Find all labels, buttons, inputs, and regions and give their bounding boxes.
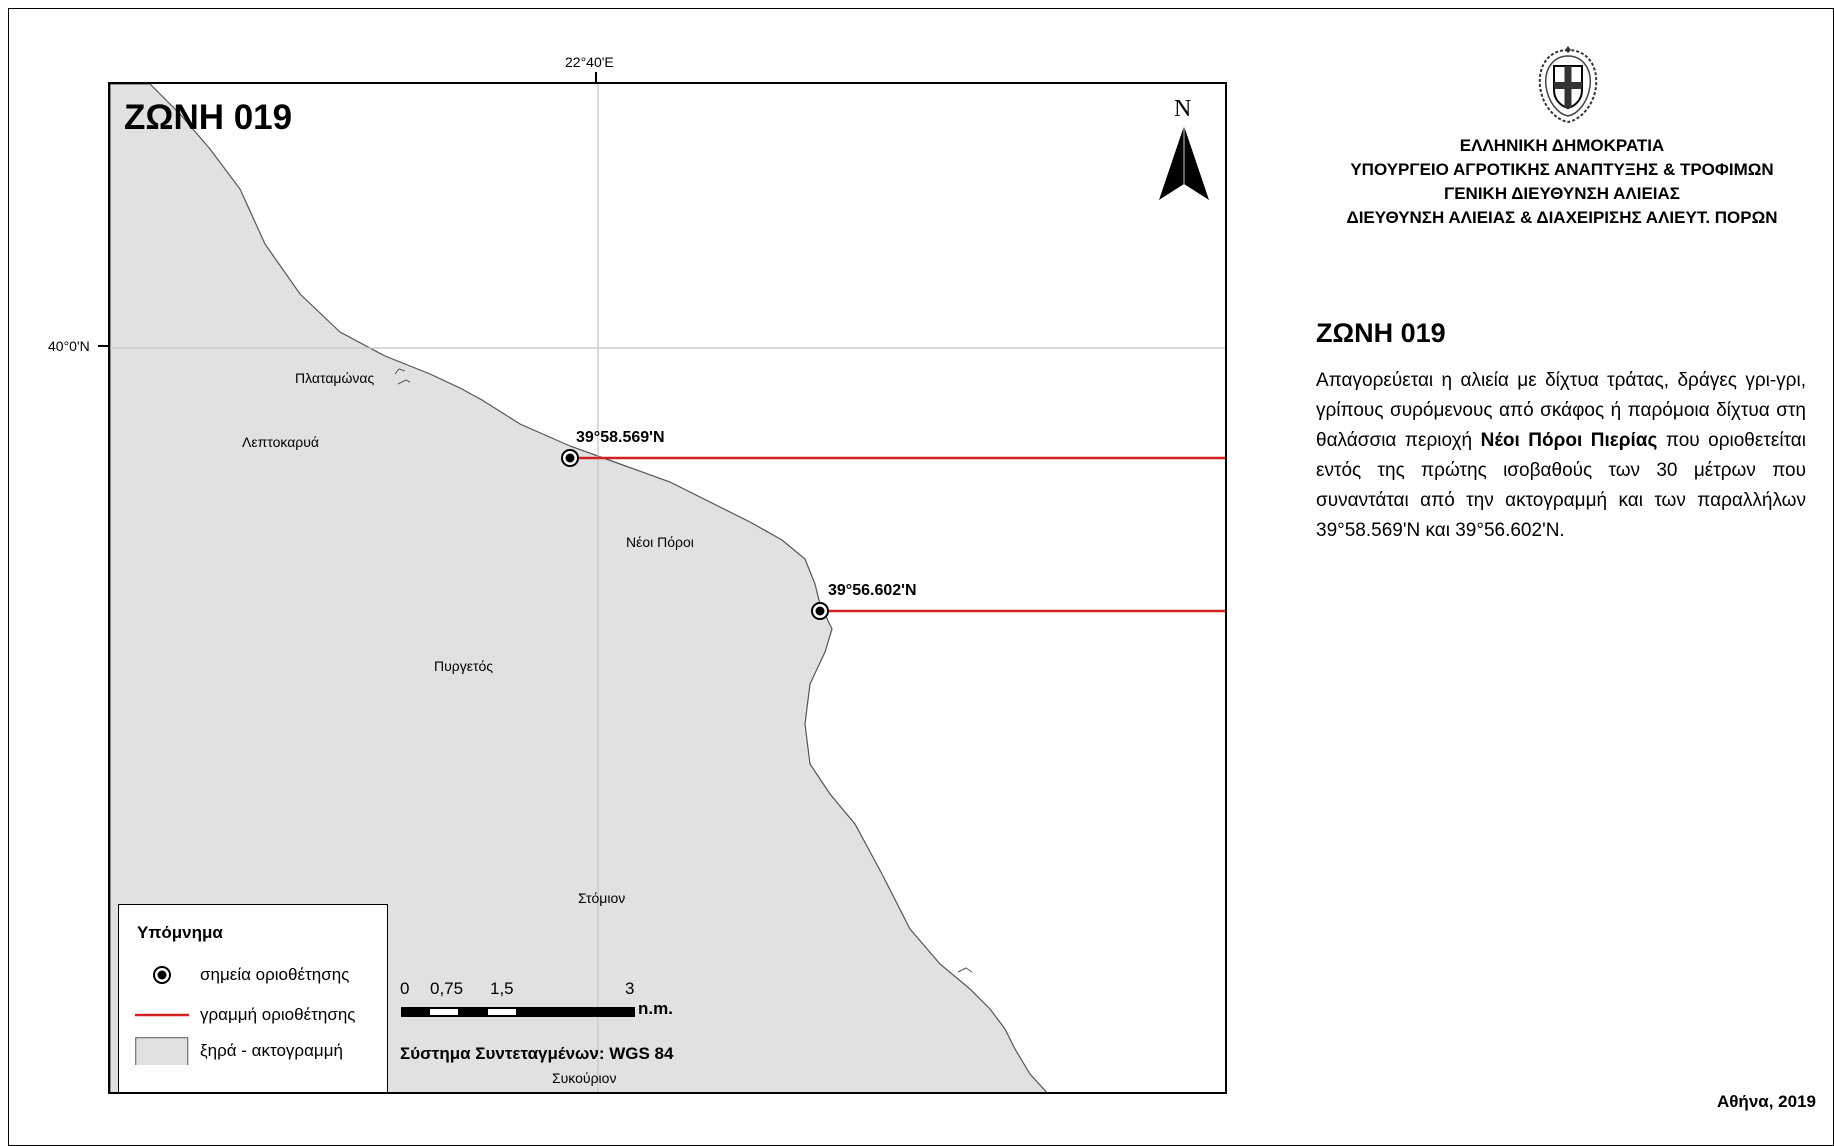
scale-label-2: 1,5 <box>490 979 514 998</box>
legend-label-line: γραμμή οριοθέτησης <box>200 1005 356 1024</box>
desc-part-1: Απαγορεύεται η αλιεία με δίχτυα τράτας, … <box>1316 370 1806 451</box>
place-neoi-poroi: Νέοι Πόροι <box>626 534 694 550</box>
harbour-detail <box>394 368 411 385</box>
coordinate-system: Σύστημα Συντεταγμένων: WGS 84 <box>400 1044 674 1063</box>
info-panel: ΕΛΛΗΝΙΚΗ ΔΗΜΟΚΡΑΤΙΑ ΥΠΟΥΡΓΕΙΟ ΑΓΡΟΤΙΚΗΣ … <box>1290 0 1834 1146</box>
header-line-1: ΕΛΛΗΝΙΚΗ ΔΗΜΟΚΡΑΤΙΑ <box>1459 136 1665 155</box>
land-area <box>110 84 1048 1092</box>
place-pyrgetos: Πυργετός <box>434 658 494 674</box>
latitude-label: 40°0'N <box>48 338 90 354</box>
legend-label-points: σημεία οριοθέτησης <box>200 965 350 984</box>
legend-item-line: γραμμή οριοθέτησης <box>135 1001 385 1029</box>
longitude-label: 22°40'E <box>565 54 614 70</box>
legend-label-land: ξηρά - ακτογραμμή <box>200 1041 343 1060</box>
desc-area-name: Νέοι Πόροι Πιερίας <box>1480 430 1658 451</box>
scale-bar: 0 0,75 1,5 3 n.m. <box>400 979 700 1039</box>
boundary-point-icon <box>153 966 171 984</box>
place-stomion: Στόμιον <box>578 890 626 906</box>
map-frame[interactable]: ΖΩΝΗ 019 N Πλαταμώνας Λεπτοκαρυά Νέοι Πό… <box>108 82 1227 1094</box>
zone-description: Απαγορεύεται η αλιεία με δίχτυα τράτας, … <box>1316 366 1806 546</box>
desc-part-2: που οριοθετείται εντός της πρώτης ισοβαθ… <box>1316 430 1806 541</box>
boundary-line-icon <box>135 1013 189 1017</box>
legend: Υπόμνημα σημεία οριοθέτησης γραμμή οριοθ… <box>118 904 388 1092</box>
header-line-4: ΔΙΕΥΘΥΝΣΗ ΑΛΙΕΙΑΣ & ΔΙΑΧΕΙΡΙΣΗΣ ΑΛΙΕΥΤ. … <box>1346 208 1778 227</box>
place-leptokarya: Λεπτοκαρυά <box>242 434 320 450</box>
legend-item-points: σημεία οριοθέτησης <box>135 961 385 989</box>
header-line-3: ΓΕΝΙΚΗ ΔΙΕΥΘΥΝΣΗ ΑΛΙΕΙΑΣ <box>1444 184 1680 203</box>
boundary-point-2[interactable] <box>811 602 829 620</box>
harbour-detail-2 <box>957 967 973 973</box>
scale-label-0: 0 <box>400 979 410 998</box>
footer-place-date: Αθήνα, 2019 <box>1716 1092 1816 1111</box>
map-zone-title: ΖΩΝΗ 019 <box>124 98 293 137</box>
institution-header: ΕΛΛΗΝΙΚΗ ΔΗΜΟΚΡΑΤΙΑ ΥΠΟΥΡΓΕΙΟ ΑΓΡΟΤΙΚΗΣ … <box>1290 134 1834 230</box>
header-line-2: ΥΠΟΥΡΓΕΙΟ ΑΓΡΟΤΙΚΗΣ ΑΝΑΠΤΥΞΗΣ & ΤΡΟΦΙΜΩΝ <box>1350 160 1774 179</box>
place-sykourion: Συκούριον <box>552 1070 617 1086</box>
land-swatch-icon <box>135 1037 189 1065</box>
north-arrow-icon <box>1159 126 1209 200</box>
north-label: N <box>1174 96 1192 122</box>
boundary-point-2-label: 39°56.602'N <box>828 582 917 599</box>
scale-unit: n.m. <box>638 999 673 1018</box>
legend-title: Υπόμνημα <box>137 923 223 942</box>
map-canvas[interactable] <box>110 84 1227 1094</box>
place-platamonas: Πλαταμώνας <box>295 370 375 386</box>
panel-zone-title: ΖΩΝΗ 019 <box>1316 318 1446 348</box>
scale-label-1: 0,75 <box>430 979 464 998</box>
boundary-point-1-label: 39°58.569'N <box>576 429 665 446</box>
legend-item-land: ξηρά - ακτογραμμή <box>135 1037 385 1065</box>
hellenic-republic-emblem-icon <box>1538 46 1598 124</box>
boundary-point-1[interactable] <box>561 449 579 467</box>
scale-bar-graphic <box>401 1007 635 1017</box>
scale-label-3: 3 <box>625 979 635 998</box>
